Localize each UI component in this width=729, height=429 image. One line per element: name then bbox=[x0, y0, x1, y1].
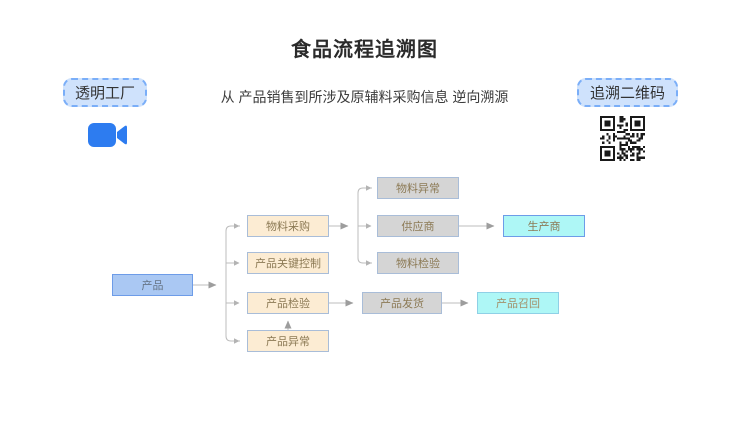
subtitle: 从 产品销售到所涉及原辅料采购信息 逆向溯源 bbox=[220, 89, 509, 105]
flow-node-product-shipment: 产品发货 bbox=[362, 292, 442, 314]
flow-node-material-abnormal: 物料异常 bbox=[377, 177, 459, 199]
flow-node-product-inspection: 产品检验 bbox=[247, 292, 329, 314]
video-camera-icon[interactable] bbox=[88, 121, 128, 149]
trace-qr-label: 追溯二维码 bbox=[589, 85, 665, 102]
flow-node-product-recall: 产品召回 bbox=[477, 292, 559, 314]
trace-qr-badge[interactable]: 追溯二维码 bbox=[577, 78, 678, 107]
transparent-factory-label: 透明工厂 bbox=[74, 85, 135, 102]
flow-node-product-key-control: 产品关键控制 bbox=[247, 252, 329, 274]
flow-node-producer: 生产商 bbox=[503, 215, 585, 237]
flow-node-product-abnormal: 产品异常 bbox=[247, 330, 329, 352]
qr-code bbox=[600, 116, 645, 161]
page-title: 食品流程追溯图 bbox=[291, 39, 438, 61]
flow-node-material-purchase: 物料采购 bbox=[247, 215, 329, 237]
flow-node-supplier: 供应商 bbox=[377, 215, 459, 237]
transparent-factory-badge[interactable]: 透明工厂 bbox=[63, 78, 147, 107]
flow-node-product: 产品 bbox=[112, 274, 193, 296]
flow-node-material-inspection: 物料检验 bbox=[377, 252, 459, 274]
